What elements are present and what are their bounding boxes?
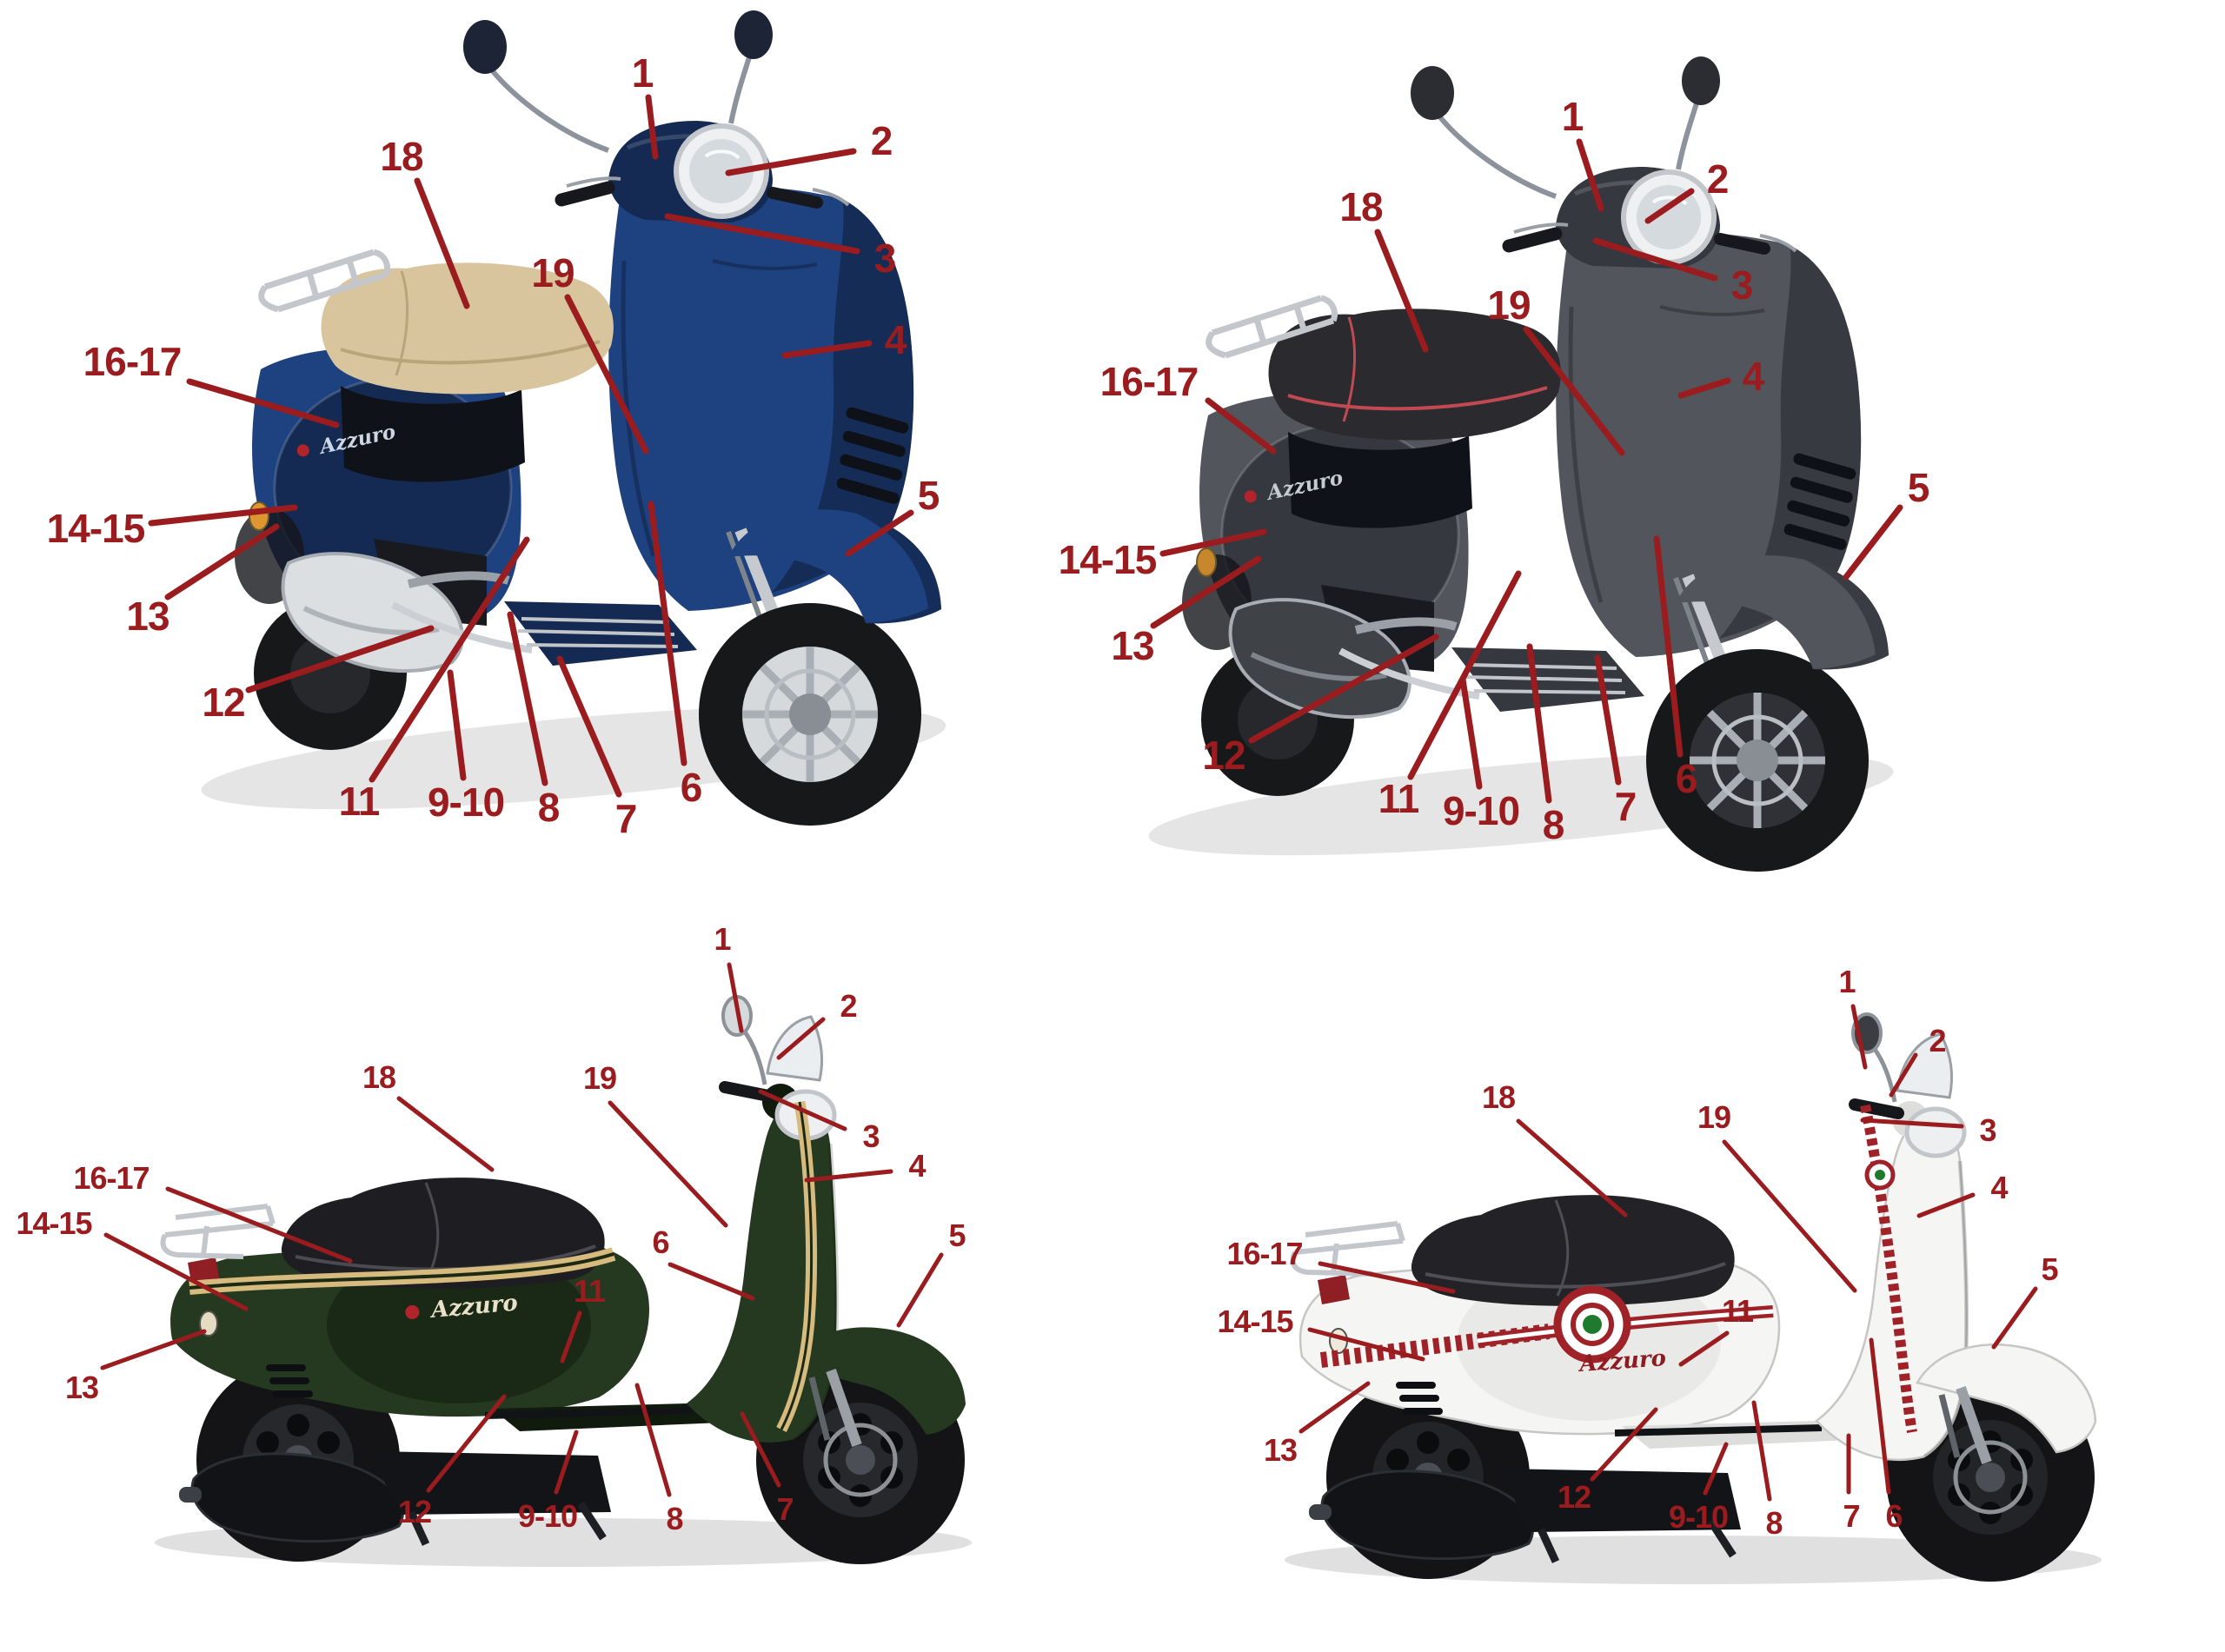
leader-line-white-side-3	[1860, 1118, 1964, 1129]
leader-line-green-side-16-17	[165, 1186, 353, 1264]
leader-line-grey-three-quarter-1	[1576, 138, 1604, 212]
panel-green-side	[0, 904, 1060, 1652]
leader-line-white-side-14-15	[1307, 1327, 1425, 1362]
leader-line-green-side-14-15	[103, 1232, 249, 1311]
leader-line-grey-three-quarter-6	[1653, 535, 1684, 758]
leader-line-white-side-12	[1590, 1407, 1658, 1482]
leader-line-white-side-2	[1889, 1052, 1918, 1098]
panel-grey-three-quarter	[1078, 35, 2225, 886]
panel-white-side	[1182, 939, 2225, 1652]
leader-line-white-side-1	[1850, 1004, 1868, 1070]
leader-line-white-side-11	[1678, 1330, 1730, 1367]
leader-line-grey-three-quarter-19	[1523, 326, 1625, 456]
leader-line-green-side-8	[634, 1383, 672, 1497]
leader-line-green-side-2	[776, 1017, 826, 1060]
leader-line-grey-three-quarter-8	[1526, 643, 1552, 804]
leader-line-grey-three-quarter-12	[1248, 634, 1439, 744]
leader-line-white-side-16-17	[1318, 1261, 1456, 1294]
leader-line-green-side-3	[758, 1089, 847, 1131]
leader-line-green-side-19	[608, 1100, 728, 1228]
leader-line-blue-three-quarter-12	[245, 625, 435, 693]
leader-line-blue-three-quarter-5	[845, 509, 914, 557]
leader-line-grey-three-quarter-14-15	[1159, 528, 1267, 557]
leader-line-blue-three-quarter-11	[369, 536, 530, 783]
leader-line-grey-three-quarter-5	[1843, 504, 1903, 581]
leader-line-blue-three-quarter-16-17	[186, 378, 340, 428]
leader-line-blue-three-quarter-6	[648, 501, 687, 766]
leader-line-blue-three-quarter-18	[414, 177, 470, 309]
leader-line-green-side-7	[740, 1411, 781, 1488]
leader-line-blue-three-quarter-4	[781, 340, 873, 359]
leader-line-white-side-18	[1516, 1118, 1628, 1217]
leader-line-grey-three-quarter-7	[1594, 654, 1622, 786]
brand-text: Azzuro	[1576, 1345, 1666, 1377]
leader-line-green-side-11	[560, 1310, 582, 1363]
leader-line-blue-three-quarter-13	[164, 523, 280, 600]
leader-line-white-side-8	[1751, 1400, 1772, 1502]
leader-line-green-side-6	[668, 1262, 755, 1301]
leader-line-blue-three-quarter-19	[564, 294, 649, 454]
leader-line-blue-three-quarter-9-10	[447, 669, 467, 781]
leader-line-blue-three-quarter-8	[507, 611, 548, 786]
panel-blue-three-quarter	[0, 0, 1026, 886]
white-roundel-large	[1553, 1285, 1631, 1363]
leader-line-blue-three-quarter-14-15	[148, 504, 298, 527]
leader-line-green-side-18	[396, 1096, 495, 1172]
leader-line-white-side-4	[1916, 1192, 1976, 1218]
leader-line-grey-three-quarter-18	[1374, 229, 1429, 353]
leader-line-grey-three-quarter-3	[1592, 237, 1718, 282]
leader-line-green-side-13	[100, 1329, 207, 1370]
leader-line-grey-three-quarter-16-17	[1205, 397, 1277, 454]
leader-line-grey-three-quarter-11	[1407, 570, 1522, 780]
leader-line-white-side-19	[1722, 1139, 1857, 1293]
leader-line-green-side-4	[804, 1169, 893, 1183]
leader-line-green-side-5	[896, 1252, 944, 1328]
leader-line-blue-three-quarter-3	[664, 213, 860, 255]
white-roundel-small	[1864, 1159, 1896, 1191]
leader-line-green-side-12	[426, 1394, 507, 1493]
brand-logo-white: Azzuro	[1576, 1345, 1666, 1377]
leader-line-white-side-5	[1991, 1286, 2038, 1350]
leader-line-blue-three-quarter-1	[645, 94, 659, 160]
leader-line-white-side-9-10	[1703, 1442, 1729, 1496]
leader-line-white-side-13	[1298, 1381, 1371, 1434]
green-gold-stripes	[189, 1100, 818, 1432]
leader-line-grey-three-quarter-13	[1150, 555, 1262, 629]
leader-line-grey-three-quarter-2	[1644, 188, 1695, 224]
leader-line-blue-three-quarter-7	[556, 655, 622, 798]
leader-line-blue-three-quarter-2	[725, 148, 857, 176]
leader-line-green-side-1	[727, 962, 744, 1033]
leader-line-white-side-6	[1869, 1337, 1891, 1495]
leader-line-grey-three-quarter-4	[1677, 377, 1731, 399]
leader-line-green-side-9-10	[554, 1430, 579, 1495]
leader-line-grey-three-quarter-9-10	[1459, 676, 1483, 790]
callout-leader-lines	[100, 94, 2038, 1502]
